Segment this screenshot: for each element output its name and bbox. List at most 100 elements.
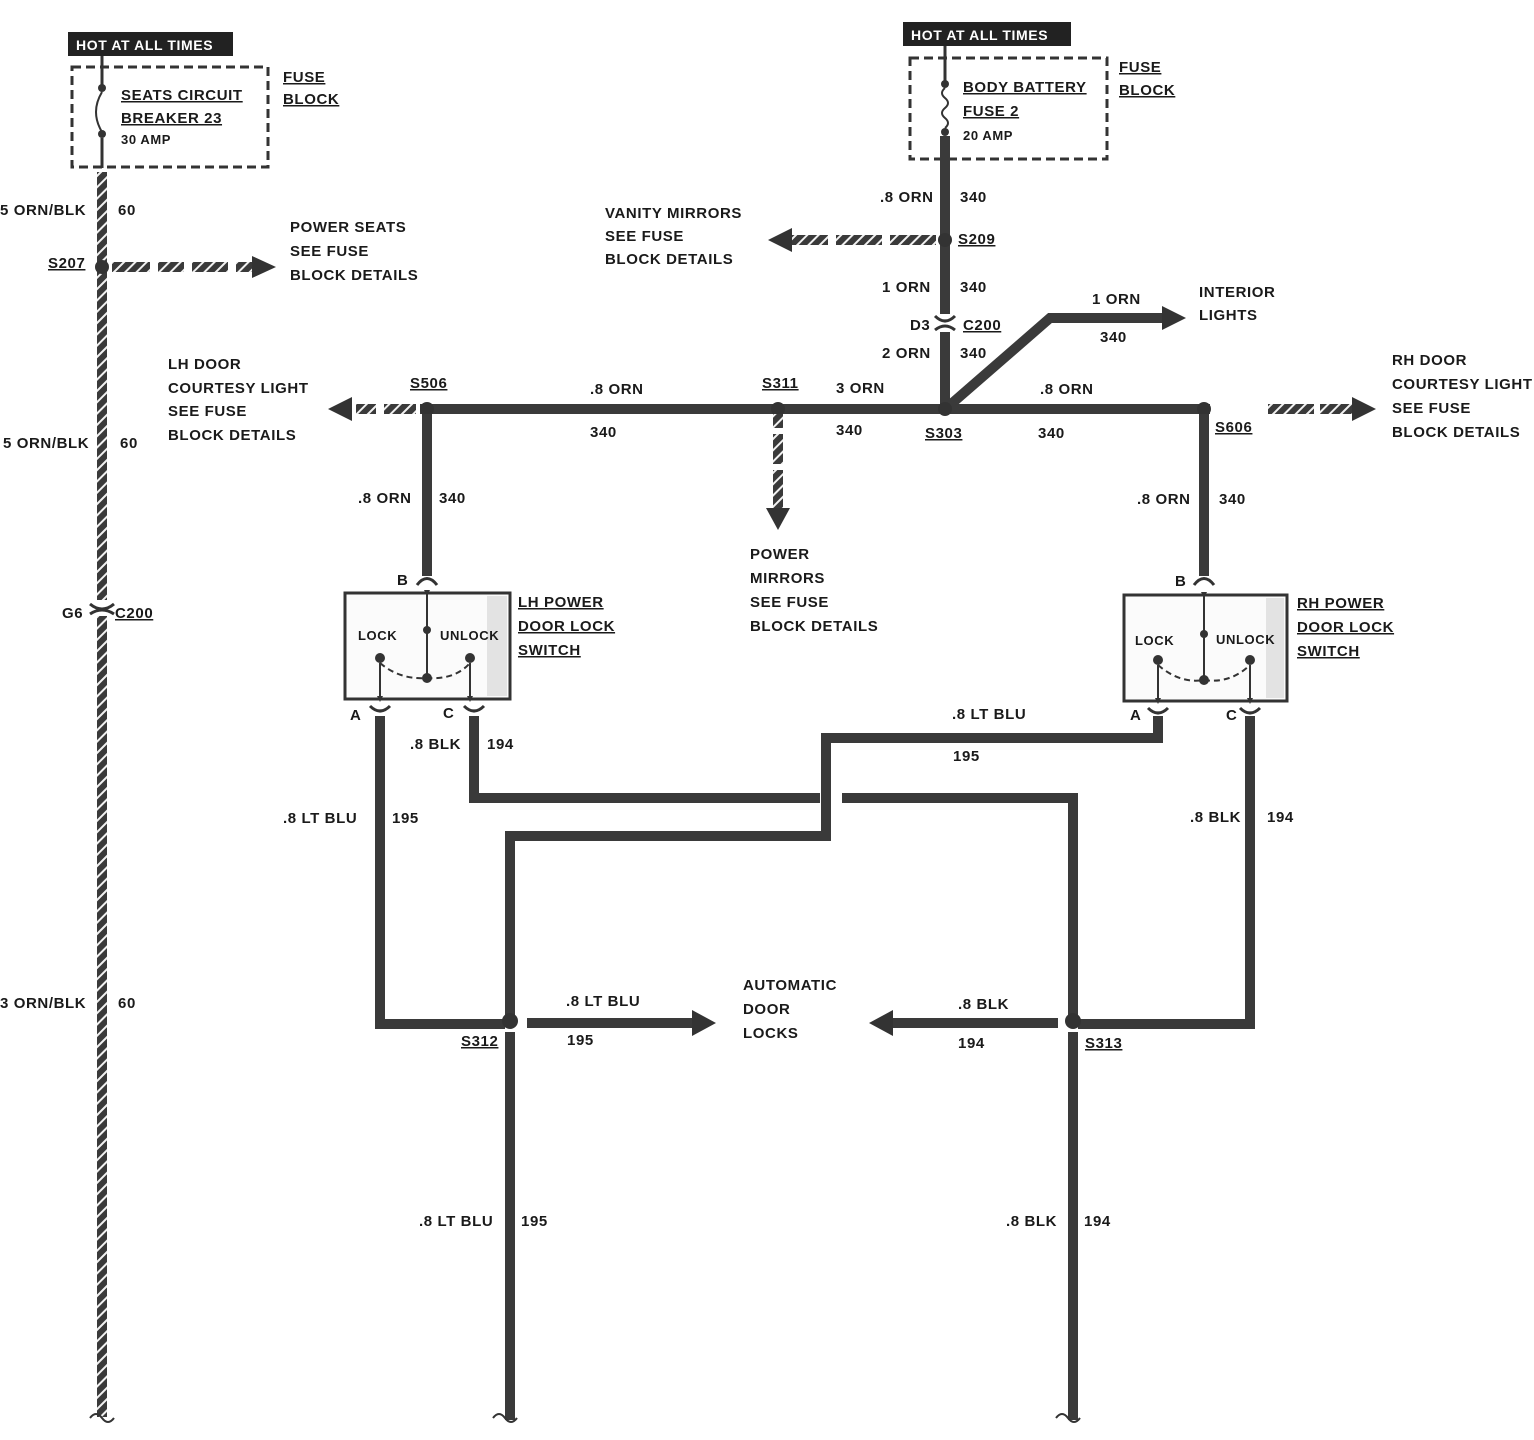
rh-c-label: C [1226, 707, 1237, 724]
left-wire-circuit2: 60 [120, 435, 138, 452]
rh-switch-name1: RH POWER [1297, 595, 1384, 612]
lh-unlock-label: UNLOCK [440, 628, 499, 643]
s506-label: S506 [410, 375, 447, 392]
rh-a-connector [1146, 706, 1170, 715]
rh-courtesy-line4: BLOCK DETAILS [1392, 424, 1520, 441]
interior-lights-branch [946, 306, 1186, 409]
right-fuse-name1: BODY BATTERY [963, 79, 1087, 96]
rh-switch-name2: DOOR LOCK [1297, 619, 1394, 636]
lh-switch-name2: DOOR LOCK [518, 618, 615, 635]
interior-line2: LIGHTS [1199, 307, 1258, 324]
c200-connector-d3 [933, 314, 957, 332]
lh-a-195: 195 [392, 810, 419, 827]
right-hot-label: HOT AT ALL TIMES [903, 22, 1071, 46]
left-wire-label2: 5 ORN/BLK [3, 435, 89, 452]
left-breaker-icon [95, 56, 106, 168]
lh-b-label: B [397, 572, 408, 589]
s207-label: S207 [48, 255, 85, 272]
auto-locks-arrow-left [527, 1010, 716, 1036]
wire-340-top: 340 [960, 189, 987, 206]
left-fuse-block-label1: FUSE [283, 69, 325, 86]
wire-08orn-top: .8 ORN [880, 189, 934, 206]
left-wire-label1: 5 ORN/BLK [0, 202, 86, 219]
lh-courtesy-line1: LH DOOR [168, 356, 241, 373]
right-fuse-block-label2: BLOCK [1119, 82, 1175, 99]
left-wire-60 [97, 172, 107, 1417]
rh-c-194: 194 [1267, 809, 1294, 826]
auto-locks-line1: AUTOMATIC [743, 977, 837, 994]
s313-down-blk: .8 BLK [1006, 1213, 1057, 1230]
wire-340-mid: 340 [960, 279, 987, 296]
s313-label: S313 [1085, 1035, 1122, 1052]
s303-label: S303 [925, 425, 962, 442]
lh-courtesy-line3: SEE FUSE [168, 403, 247, 420]
lh-c-connector [462, 704, 486, 713]
s312-splice [502, 1013, 518, 1029]
s311-splice [771, 402, 785, 416]
lh-switch-name1: LH POWER [518, 594, 604, 611]
left-fuse-block-outline [70, 65, 270, 169]
rh-c-connector [1238, 706, 1262, 715]
bus-340-left: 340 [590, 424, 617, 441]
lh-switch-name3: SWITCH [518, 642, 581, 659]
left-fuse-rating: 30 AMP [121, 132, 171, 147]
power-mirrors-line1: POWER [750, 546, 810, 563]
s312-break-icon [492, 1413, 518, 1423]
svg-text:HOT AT ALL TIMES: HOT AT ALL TIMES [911, 27, 1048, 43]
rh-door-lock-switch [1122, 592, 1289, 704]
power-seats-line2: SEE FUSE [290, 243, 369, 260]
auto-locks-arrow-right [869, 1010, 1058, 1036]
interior-wire-label: 1 ORN [1092, 291, 1141, 308]
bus-340-right: 340 [1038, 425, 1065, 442]
rh-drop-340: 340 [1219, 491, 1246, 508]
lh-a-195-wire [375, 716, 505, 1029]
vanity-line2: SEE FUSE [605, 228, 684, 245]
rh-b-label: B [1175, 573, 1186, 590]
lh-c-blk: .8 BLK [410, 736, 461, 753]
left-wire-break-icon [89, 1413, 115, 1423]
rh-courtesy-arrow [1268, 397, 1376, 421]
vanity-mirrors-arrow [768, 228, 936, 252]
rh-drop-orn: .8 ORN [1137, 491, 1191, 508]
g6-label: G6 [62, 605, 83, 622]
left-wire-label3: 3 ORN/BLK [0, 995, 86, 1012]
rh-courtesy-line1: RH DOOR [1392, 352, 1467, 369]
lh-c-label: C [443, 705, 454, 722]
right-fuse-name2: FUSE 2 [963, 103, 1019, 120]
lh-c-194-wire [469, 716, 820, 803]
left-fuse-block-label2: BLOCK [283, 91, 339, 108]
s209-splice [938, 233, 952, 247]
rh-c-194-wire [1078, 716, 1255, 1029]
lh-courtesy-line2: COURTESY LIGHT [168, 380, 309, 397]
lh-c-194: 194 [487, 736, 514, 753]
power-mirrors-line2: MIRRORS [750, 570, 825, 587]
s313-break-icon [1055, 1413, 1081, 1423]
left-wire-circuit1: 60 [118, 202, 136, 219]
auto-locks-line3: LOCKS [743, 1025, 799, 1042]
s312-out-195: 195 [567, 1032, 594, 1049]
lh-drop-orn: .8 ORN [358, 490, 412, 507]
rh-a-195-wire [505, 716, 1163, 1020]
rh-unlock-label: UNLOCK [1216, 632, 1275, 647]
rh-c-blk: .8 BLK [1190, 809, 1241, 826]
rh-lock-label: LOCK [1135, 633, 1174, 648]
rh-a-label: A [1130, 707, 1141, 724]
s313-down-wire [1068, 1032, 1078, 1420]
lh-b-connector [415, 577, 439, 586]
left-fuse-name1: SEATS CIRCUIT [121, 87, 243, 104]
s207-splice [95, 260, 109, 274]
s313-down-194: 194 [1084, 1213, 1111, 1230]
s312-down-wire [505, 1032, 515, 1420]
vanity-line1: VANITY MIRRORS [605, 205, 742, 222]
lh-drop-340: 340 [439, 490, 466, 507]
power-mirrors-line4: BLOCK DETAILS [750, 618, 878, 635]
lh-door-lock-switch [343, 590, 512, 702]
lh-lock-label: LOCK [358, 628, 397, 643]
rh-switch-name3: SWITCH [1297, 643, 1360, 660]
lh-c-194-wire-cont [842, 793, 1078, 1020]
left-c200-connector [89, 600, 115, 616]
s312-out-ltblu: .8 LT BLU [566, 993, 640, 1010]
lh-drop-wire [422, 414, 432, 576]
left-c200-label: C200 [115, 605, 153, 622]
